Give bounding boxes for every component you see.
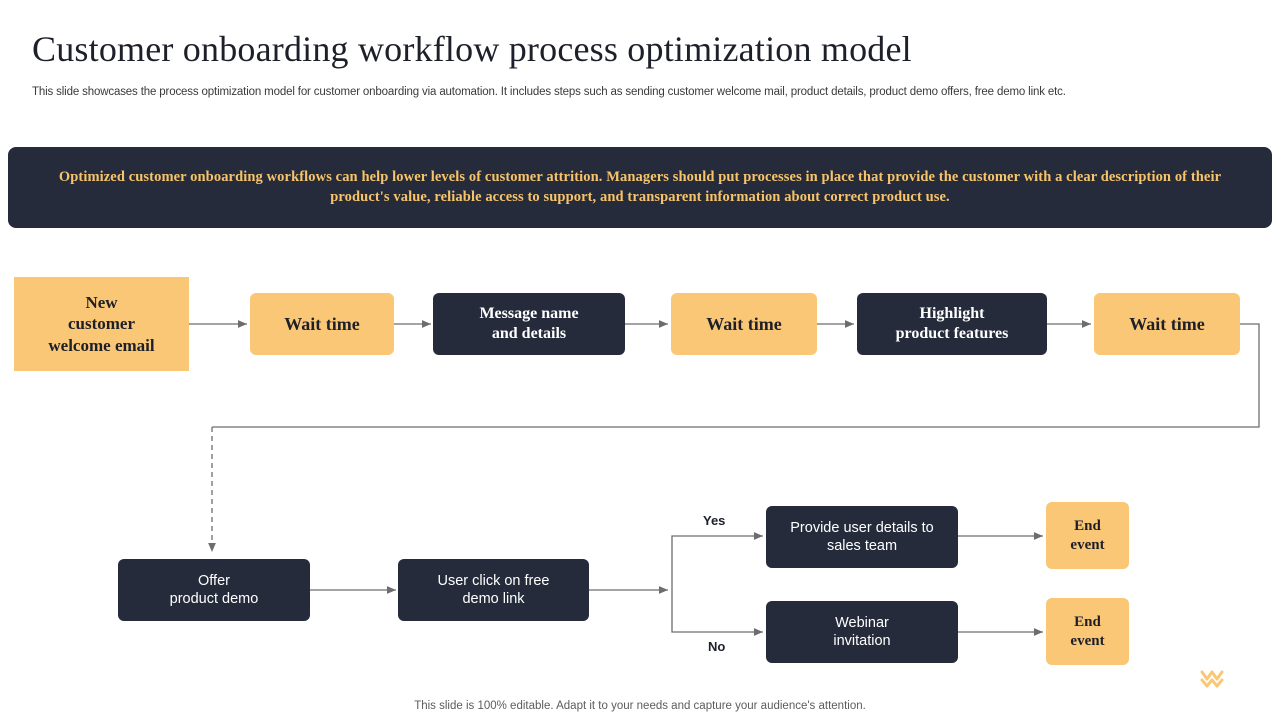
flow-node-end-event-no[interactable]: End event — [1046, 598, 1129, 665]
flow-node-highlight-product-features[interactable]: Highlight product features — [857, 293, 1047, 355]
branch-label-yes: Yes — [703, 513, 726, 528]
flow-node-label: User click on free demo link — [437, 572, 550, 607]
flow-node-label: New customer welcome email — [48, 293, 155, 355]
flow-node-label: Webinar invitation — [833, 614, 891, 649]
flow-node-label: End event — [1070, 613, 1105, 649]
flow-node-label: Wait time — [284, 313, 360, 334]
callout-banner: Optimized customer onboarding workflows … — [8, 147, 1272, 228]
flow-node-label: Provide user details to sales team — [790, 519, 934, 554]
flow-node-user-click-on-free-demo-link[interactable]: User click on free demo link — [398, 559, 589, 621]
flow-node-label: End event — [1070, 517, 1105, 553]
flow-node-label: Offer product demo — [169, 572, 259, 607]
page-title: Customer onboarding workflow process opt… — [32, 29, 912, 69]
flow-node-message-name-and-details[interactable]: Message name and details — [433, 293, 625, 355]
callout-banner-text: Optimized customer onboarding workflows … — [58, 168, 1222, 205]
slide-subtitle: This slide showcases the process optimiz… — [32, 86, 1066, 98]
flow-node-offer-product-demo[interactable]: Offer product demo — [118, 559, 310, 621]
flow-node-wait-time-1[interactable]: Wait time — [250, 293, 394, 355]
flow-node-label: Wait time — [1129, 313, 1205, 334]
flow-node-end-event-yes[interactable]: End event — [1046, 502, 1129, 569]
flow-node-label: Wait time — [706, 313, 782, 334]
flow-node-label: Highlight product features — [895, 305, 1009, 342]
flow-node-wait-time-3[interactable]: Wait time — [1094, 293, 1240, 355]
branch-label-no: No — [708, 639, 726, 654]
flow-node-provide-user-details-to-sales-team[interactable]: Provide user details to sales team — [766, 506, 958, 568]
flow-node-wait-time-2[interactable]: Wait time — [671, 293, 817, 355]
flow-node-new-customer-welcome-email[interactable]: New customer welcome email — [14, 277, 189, 371]
slide-footer: This slide is 100% editable. Adapt it to… — [414, 700, 866, 712]
wave-logo-icon — [1200, 670, 1224, 688]
flow-node-label: Message name and details — [479, 305, 579, 342]
flow-node-webinar-invitation[interactable]: Webinar invitation — [766, 601, 958, 663]
